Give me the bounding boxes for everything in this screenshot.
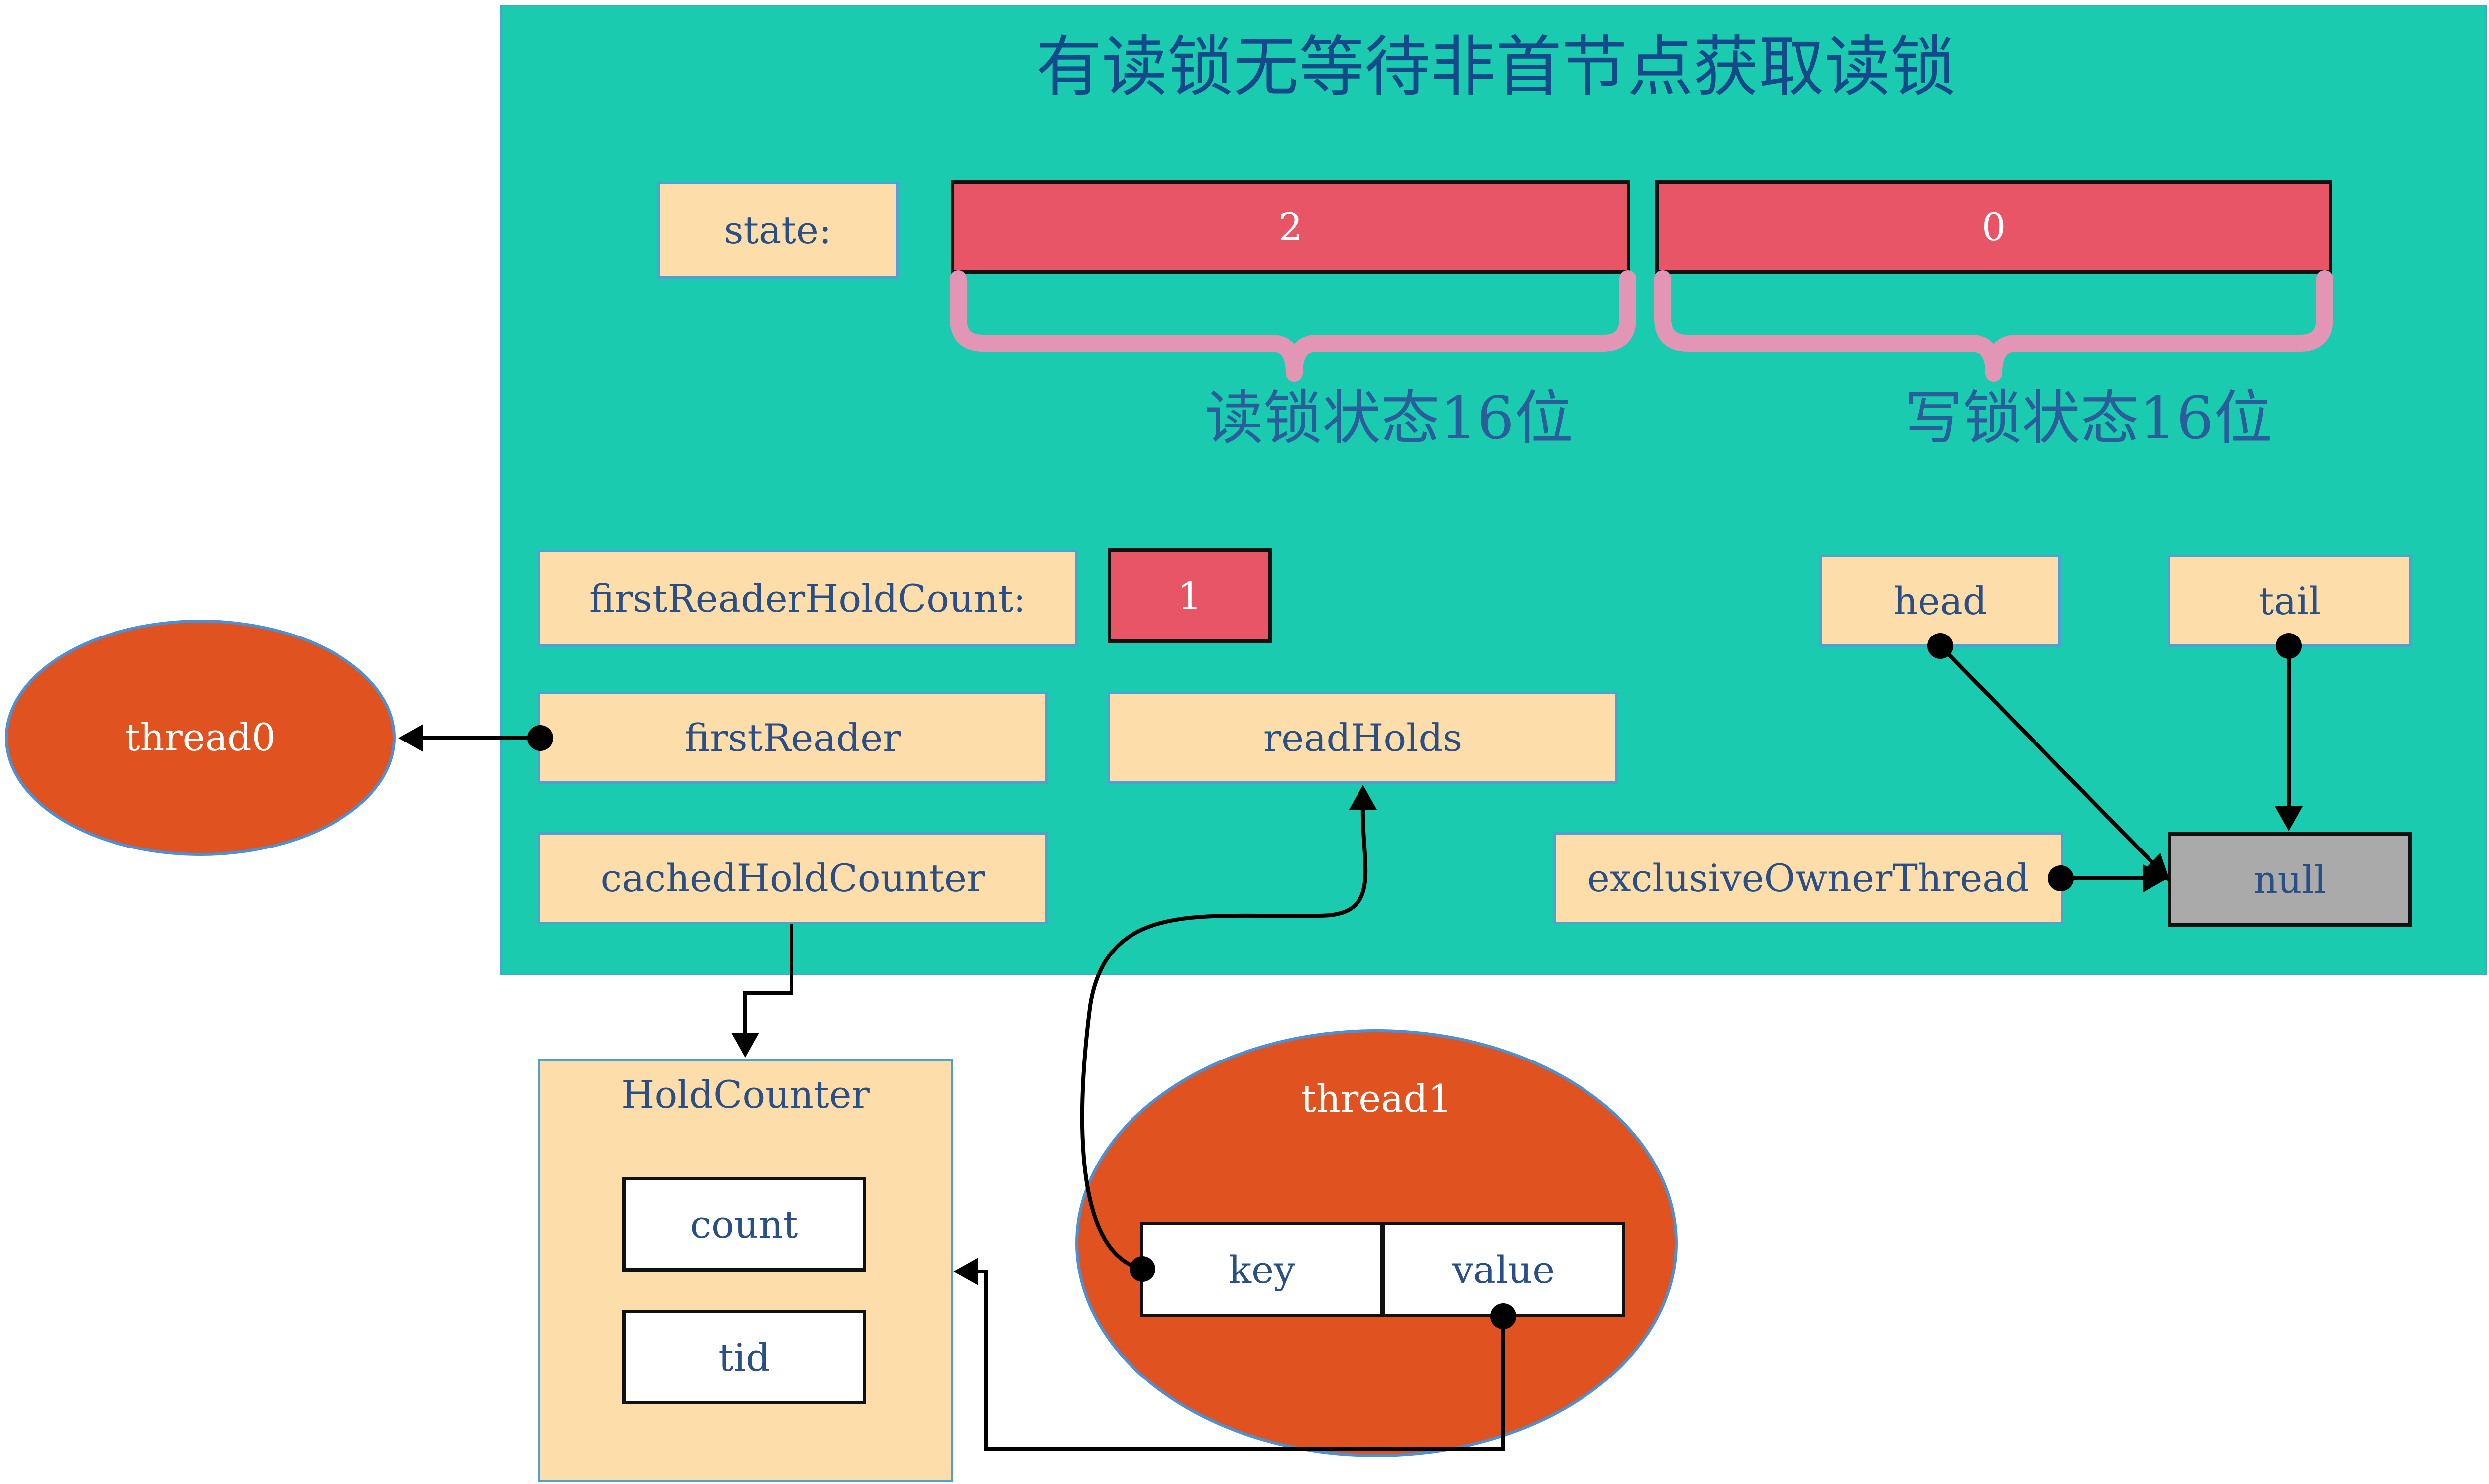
- value-to-hold-counter-arrow: [953, 1258, 1516, 1451]
- read-state-brace: [950, 270, 1636, 382]
- first-reader-to-thread0-arrow: [398, 724, 553, 752]
- write-state-value: 0: [1655, 180, 2332, 274]
- tail-to-null-arrow: [2275, 633, 2303, 831]
- hold-counter-title: HoldCounter: [621, 1072, 870, 1117]
- read-holds-field: readHolds: [1108, 692, 1618, 784]
- cached-hold-counter-field: cachedHoldCounter: [538, 832, 1048, 924]
- null-node: null: [2168, 832, 2412, 927]
- hold-counter-count: count: [622, 1177, 866, 1272]
- read-state-value: 2: [951, 180, 1630, 274]
- exclusive-owner-thread-field: exclusiveOwnerThread: [1553, 832, 2063, 924]
- head-to-null-arrow: [1927, 633, 2170, 882]
- first-reader-hold-count-label: firstReaderHoldCount:: [538, 550, 1078, 647]
- sync-state-panel: [500, 5, 2487, 975]
- read-state-caption: 读锁状态16位: [1205, 384, 1574, 452]
- first-reader-hold-count-value: 1: [1108, 548, 1272, 643]
- thread0-ellipse: [5, 620, 396, 856]
- write-state-brace: [1654, 270, 2333, 382]
- thread1-label: thread1: [1301, 1076, 1452, 1121]
- exclusive-owner-to-null-arrow: [2048, 864, 2168, 892]
- cached-hold-counter-to-hold-counter-arrow: [731, 924, 793, 1058]
- hold-counter-tid: tid: [622, 1310, 866, 1404]
- thread1-value-cell: value: [1381, 1222, 1625, 1317]
- first-reader-field: firstReader: [538, 692, 1048, 784]
- state-label: state:: [657, 182, 899, 279]
- head-field: head: [1819, 555, 2061, 647]
- diagram-title: 有读锁无等待非首节点获取读锁: [1036, 29, 1956, 106]
- thread0-label: thread0: [124, 715, 276, 759]
- key-to-read-holds-arrow: [1080, 785, 1377, 1282]
- write-state-caption: 写锁状态16位: [1904, 384, 2273, 452]
